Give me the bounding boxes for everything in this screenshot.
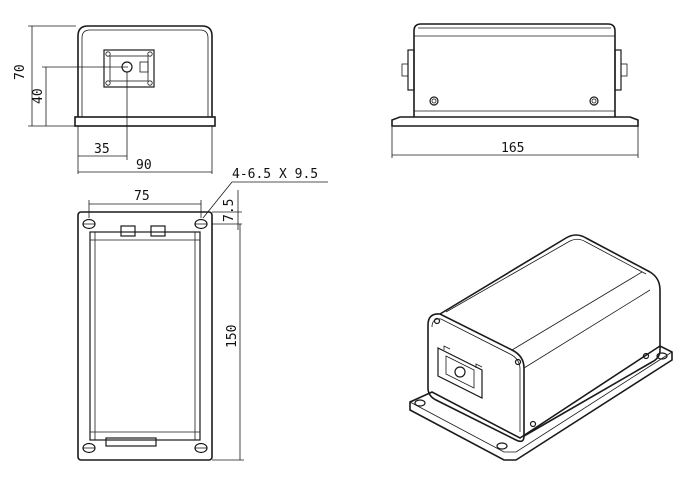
top-length-dimension: 150 bbox=[225, 325, 240, 348]
hole-spec-label: 4-6.5 X 9.5 bbox=[232, 167, 318, 182]
edge-distance-dimension: 7.5 bbox=[222, 199, 237, 222]
side-view: 165 bbox=[391, 23, 639, 158]
front-width-dimension: 90 bbox=[136, 158, 152, 173]
side-length-dimension: 165 bbox=[501, 141, 524, 156]
top-view: 75 4-6.5 X 9.5 7.5 150 bbox=[77, 167, 328, 461]
top-hole-spacing-dimension: 75 bbox=[134, 189, 150, 204]
front-height-dimension: 70 bbox=[13, 64, 28, 80]
front-offset-dimension: 35 bbox=[94, 142, 110, 157]
isometric-view bbox=[409, 234, 673, 461]
mounting-holes bbox=[82, 218, 208, 454]
front-inner-height-dimension: 40 bbox=[31, 88, 46, 104]
front-view: 70 40 35 90 bbox=[13, 25, 216, 174]
